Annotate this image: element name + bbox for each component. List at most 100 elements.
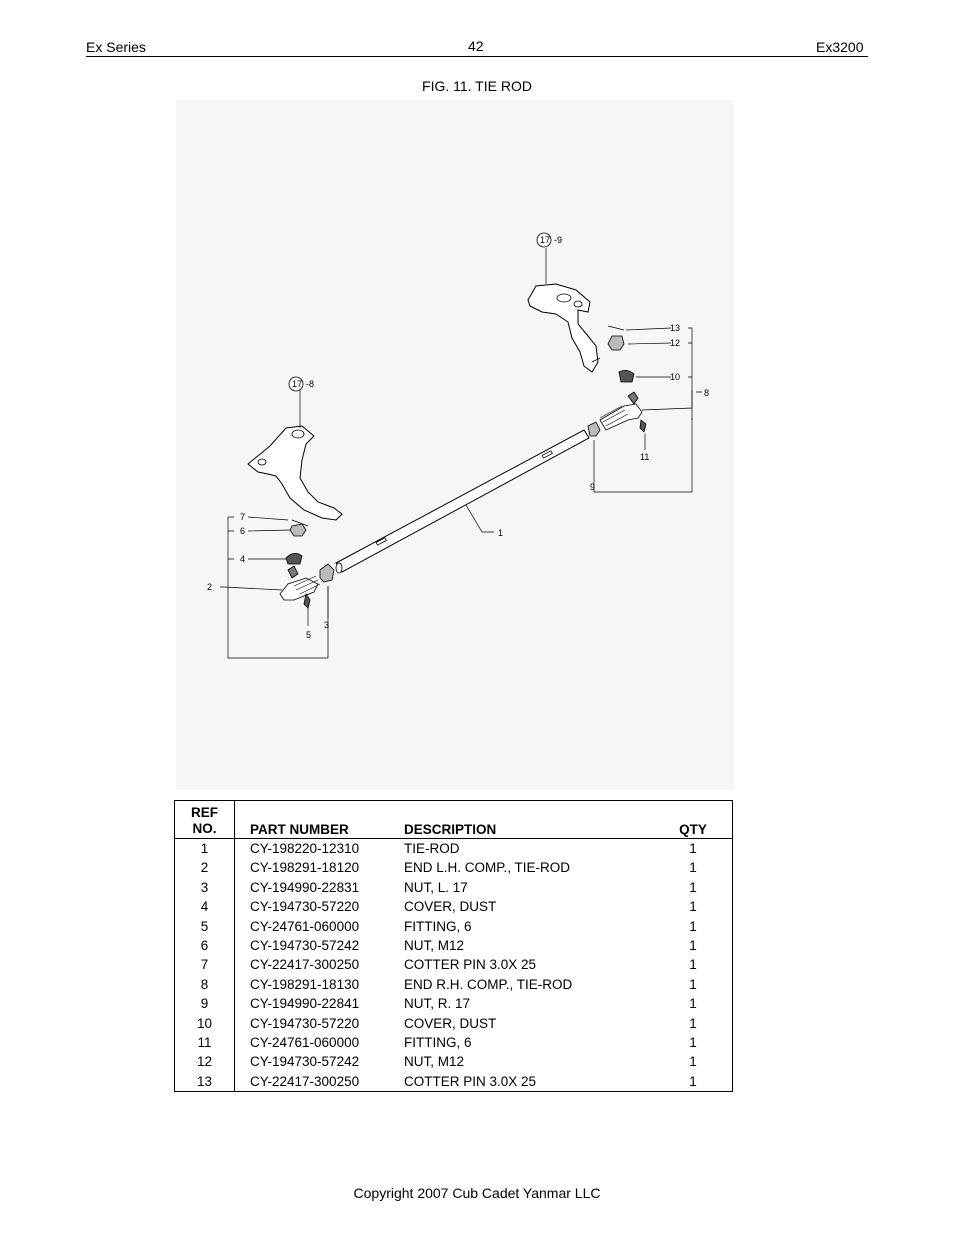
- nut-m12-12: [607, 335, 625, 351]
- header-rule: [86, 56, 868, 57]
- callout-13: 13: [670, 323, 680, 333]
- tie-rod-end-rh: [599, 391, 647, 433]
- ref-no-cell: 8: [174, 974, 235, 995]
- part-number-cell: CY-24761-060000: [250, 1035, 360, 1051]
- part-number-cell: CY-198220-12310: [250, 841, 360, 856]
- qty-header: QTY: [679, 822, 707, 837]
- dust-cover-10: [618, 370, 635, 383]
- diagram-background: [176, 100, 734, 790]
- ref-no-cell: 9: [174, 994, 235, 1014]
- callout-12: 12: [670, 338, 680, 348]
- cotter-pin-7: [291, 519, 309, 527]
- description-cell: END R.H. COMP., TIE-ROD: [404, 976, 573, 992]
- ref-no-cell: 12: [174, 1052, 235, 1072]
- qty-cell: 1: [689, 860, 697, 876]
- ref-no-cell: 3: [174, 877, 235, 898]
- callout-4: 4: [240, 554, 245, 564]
- description-cell: FITTING, 6: [404, 1035, 472, 1051]
- callout-2: 2: [207, 582, 212, 592]
- callout-10: 10: [670, 372, 680, 382]
- ref-no-cell: 1: [174, 838, 235, 859]
- qty-cell: 1: [689, 1035, 697, 1051]
- callout-17-8-suffix: -8: [306, 379, 314, 389]
- description-cell: TIE-ROD: [404, 841, 460, 856]
- qty-cell: 1: [689, 957, 697, 973]
- part-number-cell: CY-22417-300250: [250, 1073, 360, 1089]
- part-number-cell: CY-22417-300250: [250, 957, 360, 973]
- callout-6: 6: [240, 526, 245, 536]
- qty-cell: 1: [689, 1054, 697, 1070]
- qty-cell: 1: [689, 1015, 697, 1031]
- right-steering-knuckle: [527, 283, 601, 373]
- cotter-pin-13: [607, 325, 625, 331]
- callout-8: 8: [704, 388, 709, 398]
- table-row: 4 CY-194730-57220 COVER, DUST 1: [174, 897, 733, 917]
- fitting-5: [303, 592, 311, 609]
- description-cell: NUT, M12: [404, 938, 465, 954]
- qty-cell: 1: [689, 899, 697, 915]
- callout-17-9-suffix: -9: [554, 235, 562, 245]
- dust-cover-4: [285, 553, 303, 565]
- table-row: 11 CY-24761-060000 FITTING, 6 1: [174, 1033, 733, 1053]
- callout-9: 9: [590, 482, 595, 492]
- part-number-cell: CY-194990-22831: [250, 879, 360, 895]
- table-row: 1 CY-198220-12310 TIE-ROD 1: [174, 838, 733, 859]
- part-number-cell: CY-194990-22841: [250, 996, 360, 1012]
- description-cell: COVER, DUST: [404, 899, 497, 915]
- nut-r17-9: [587, 421, 601, 437]
- left-steering-knuckle: [247, 425, 343, 521]
- callout-1: 1: [498, 528, 503, 538]
- callout-17-8-number: 17: [292, 379, 302, 389]
- ref-no-cell: 4: [174, 897, 235, 917]
- part-number-cell: CY-198291-18130: [250, 976, 360, 992]
- nut-l17-3: [319, 563, 335, 583]
- description-header: DESCRIPTION: [404, 822, 497, 837]
- tie-rod-exploded-diagram: 17 -9 17 -8 13 12 10 8 11 9 1 7 6 4 2 5 …: [207, 232, 709, 659]
- fitting-11: [639, 419, 647, 433]
- callout-5: 5: [306, 630, 311, 640]
- header-model: Ex3200: [816, 39, 864, 55]
- part-number-cell: CY-194730-57220: [250, 1015, 360, 1031]
- page-number: 42: [468, 38, 484, 54]
- part-number-cell: CY-194730-57220: [250, 899, 360, 915]
- part-number-cell: CY-194730-57242: [250, 1054, 360, 1070]
- description-cell: NUT, L. 17: [404, 879, 468, 895]
- part-number-cell: CY-198291-18120: [250, 860, 360, 876]
- description-cell: COVER, DUST: [404, 1015, 497, 1031]
- header-series: Ex Series: [86, 39, 146, 55]
- ref-no-cell: 5: [174, 916, 235, 937]
- tie-rod-part: [335, 429, 590, 574]
- callout-3: 3: [324, 620, 329, 630]
- ref-no-cell: 6: [174, 936, 235, 956]
- description-cell: COTTER PIN 3.0X 25: [404, 957, 537, 973]
- tie-rod-end-lh: [279, 565, 321, 609]
- figure-title: FIG. 11. TIE ROD: [422, 78, 532, 94]
- qty-cell: 1: [689, 841, 697, 856]
- callout-11: 11: [640, 452, 649, 462]
- part-number-header: PART NUMBER: [250, 822, 349, 837]
- table-row: 12 CY-194730-57242 NUT, M12 1: [174, 1052, 733, 1072]
- part-number-cell: CY-24761-060000: [250, 918, 360, 934]
- description-cell: COTTER PIN 3.0X 25: [404, 1073, 537, 1089]
- nut-m12-6: [289, 523, 307, 537]
- qty-cell: 1: [689, 879, 697, 895]
- description-cell: NUT, M12: [404, 1054, 465, 1070]
- callout-17-9-number: 17: [540, 235, 550, 245]
- description-cell: NUT, R. 17: [404, 996, 471, 1012]
- ref-no-cell: 2: [174, 858, 235, 878]
- callout-7: 7: [240, 512, 245, 522]
- ref-no-cell: 11: [174, 1033, 235, 1053]
- copyright-footer: Copyright 2007 Cub Cadet Yanmar LLC: [353, 1185, 601, 1201]
- qty-cell: 1: [689, 996, 697, 1012]
